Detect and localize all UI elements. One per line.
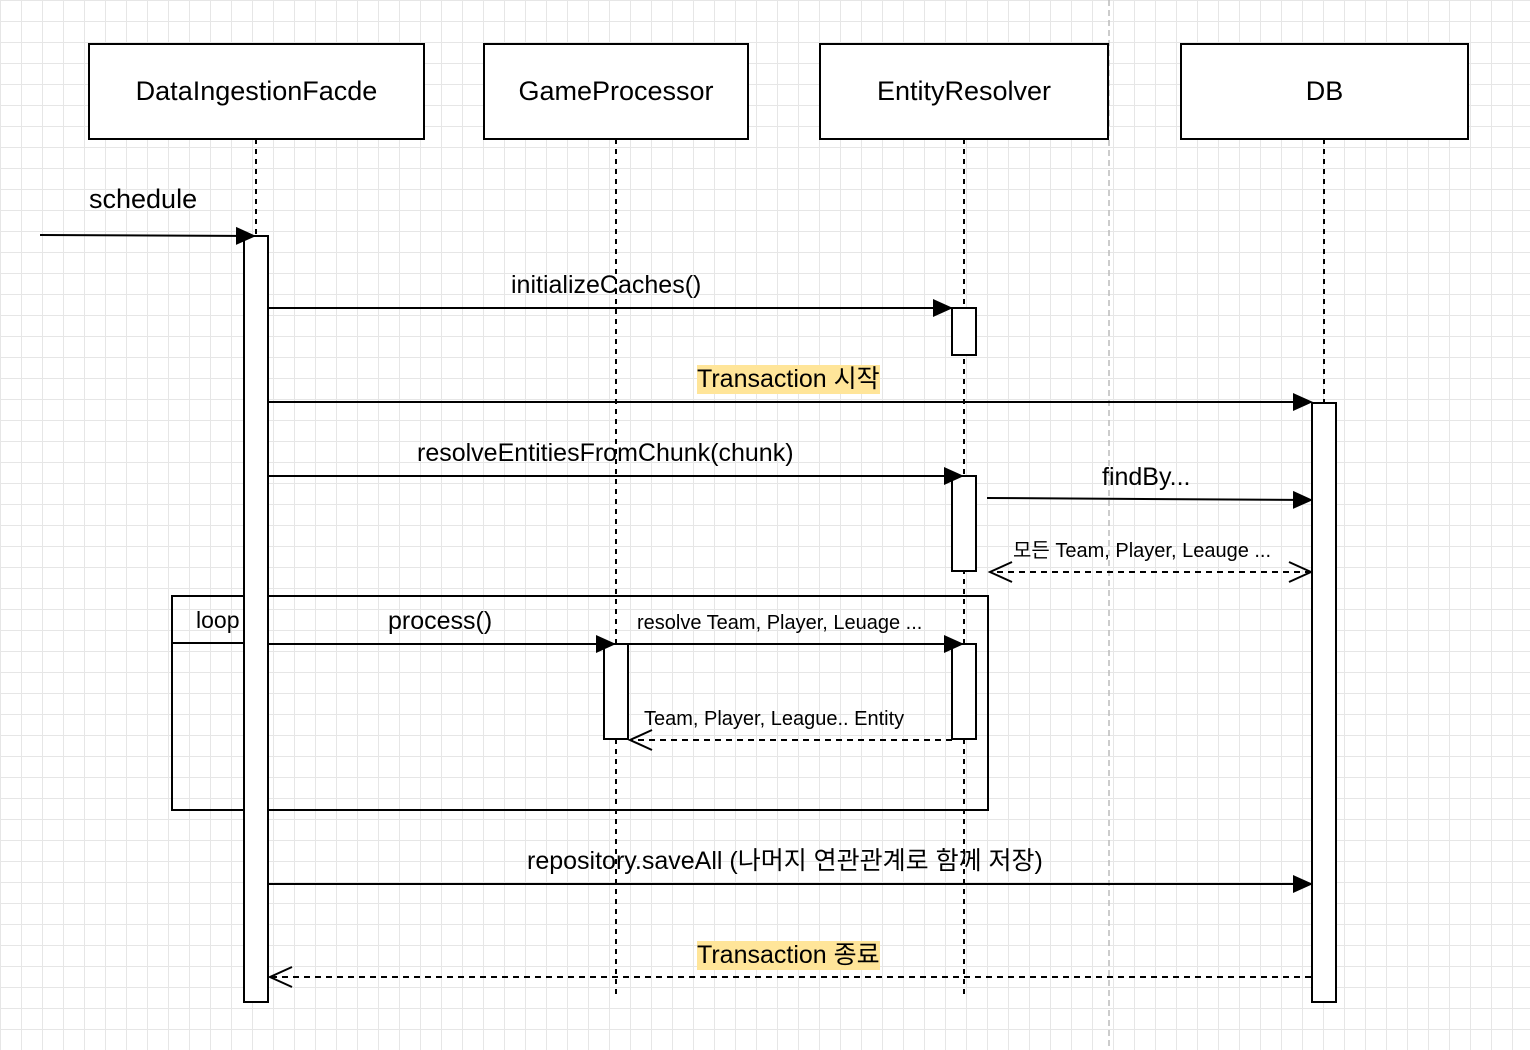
loop-label: loop — [196, 607, 240, 633]
arrow-find-by — [986, 490, 1313, 509]
activation-db — [1311, 402, 1337, 1003]
process-label: process() — [388, 607, 493, 635]
arrow-schedule — [39, 226, 256, 245]
initialize-caches-label: initializeCaches() — [511, 271, 702, 299]
participant-resolver-label: EntityResolver — [876, 76, 1052, 106]
participant-facade: DataIngestionFacde — [88, 43, 425, 140]
resolve-entities-label: resolveEntitiesFromChunk(chunk) — [417, 439, 794, 467]
participant-db-label: DB — [1305, 76, 1344, 106]
transaction-end-label: Transaction 종료 — [697, 941, 880, 970]
loop-fragment — [171, 595, 989, 811]
participant-resolver: EntityResolver — [819, 43, 1109, 140]
resolve-team-player-label: resolve Team, Player, Leuage ... — [637, 612, 923, 634]
transaction-start-label: Transaction 시작 — [697, 365, 880, 394]
all-entities-return-label: 모든 Team, Player, Leauge ... — [1013, 540, 1272, 562]
participant-game: GameProcessor — [483, 43, 749, 140]
activation-resolver-chunk — [951, 475, 977, 572]
find-by-label: findBy... — [1102, 463, 1191, 491]
activation-facade — [243, 235, 269, 1003]
participant-game-label: GameProcessor — [518, 76, 714, 106]
activation-resolver-init — [951, 307, 977, 356]
arrowhead-entity-return — [627, 729, 653, 751]
entity-return-label: Team, Player, League.. Entity — [644, 708, 905, 730]
activation-game — [603, 643, 629, 740]
participant-db: DB — [1180, 43, 1469, 140]
activation-resolver-loop — [951, 643, 977, 740]
save-all-label: repository.saveAll (나머지 연관관계로 함께 저장) — [527, 847, 1043, 875]
arrowhead-transaction-end — [267, 966, 293, 988]
schedule-label: schedule — [89, 184, 198, 214]
participant-facade-label: DataIngestionFacde — [135, 76, 378, 106]
arrowhead-all-entities-return — [987, 561, 1013, 583]
